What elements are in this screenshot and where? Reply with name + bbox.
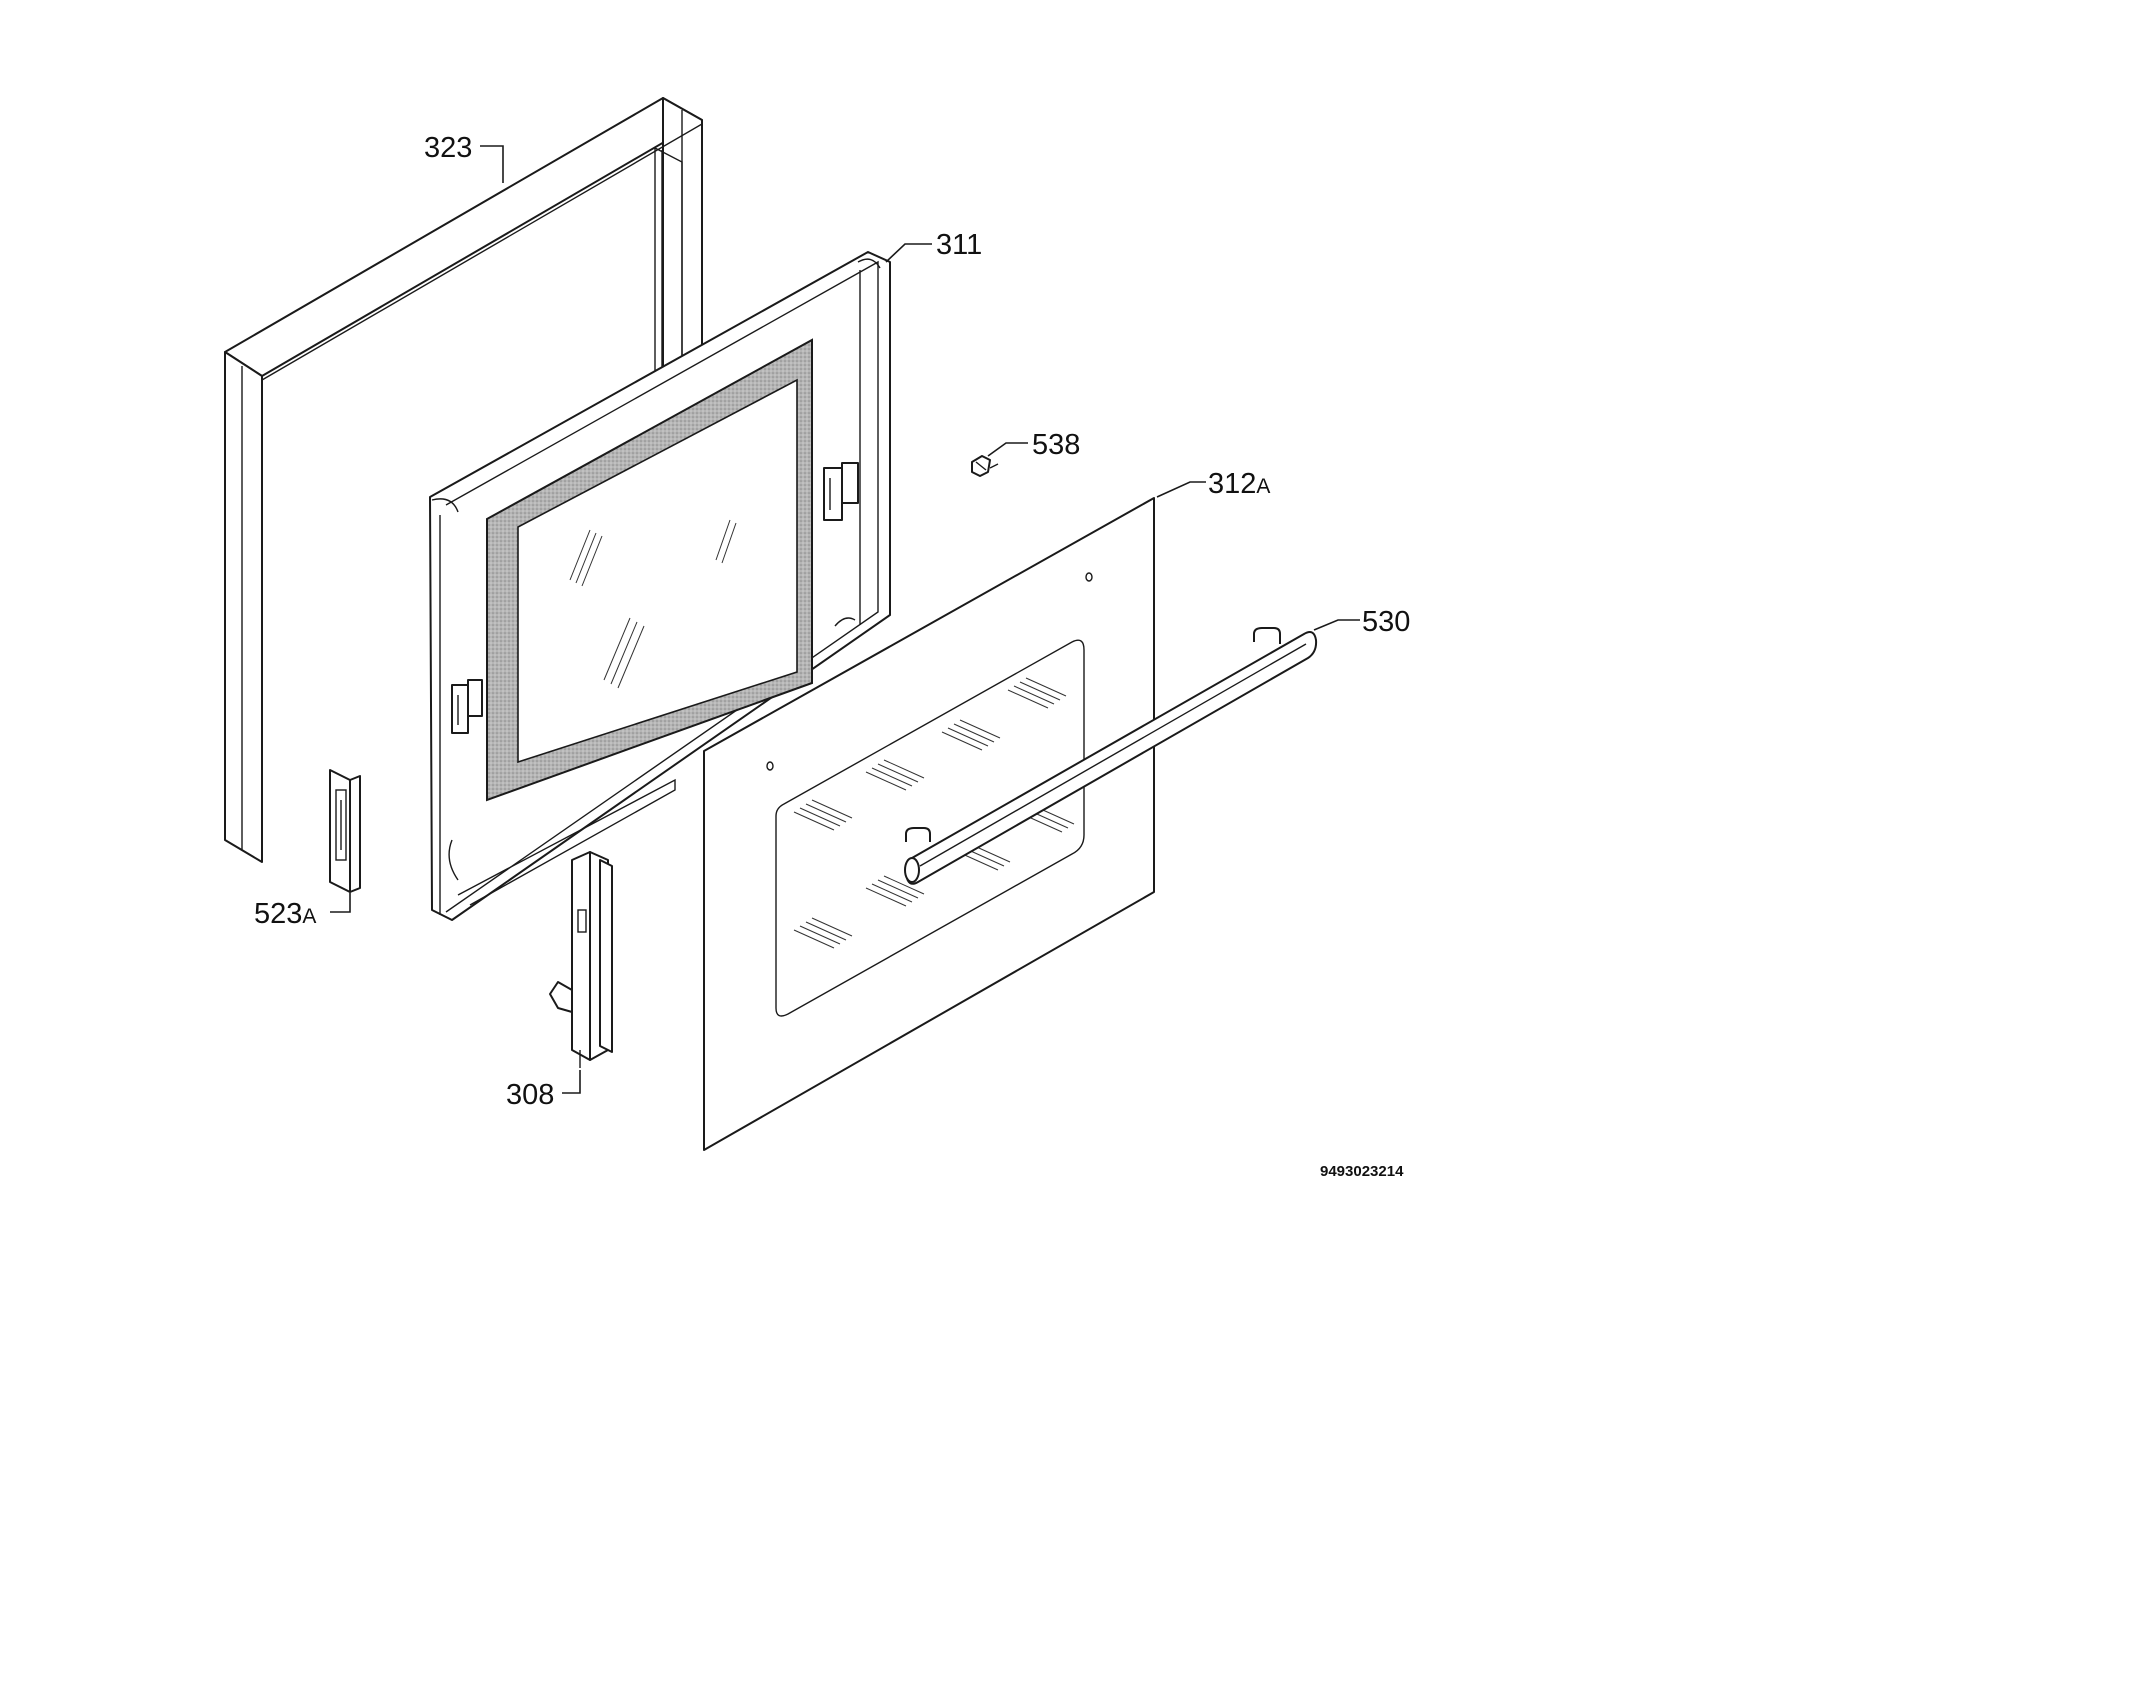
inner-door-panel-part-311 — [429, 251, 891, 921]
door-handle-part-530 — [904, 627, 1318, 885]
leader-lines — [330, 145, 1360, 1094]
screw-part-538 — [971, 455, 999, 477]
part-label-523a: 523A — [254, 898, 316, 930]
document-number: 9493023214 — [1320, 1163, 1404, 1180]
part-label-308: 308 — [506, 1079, 554, 1111]
part-label-312a: 312A — [1208, 468, 1270, 500]
part-label-311: 311 — [936, 229, 982, 261]
part-label-538: 538 — [1032, 429, 1080, 461]
hinge-part-308 — [549, 851, 613, 1068]
part-labels: 323 311 538 312A 530 523A 308 — [254, 132, 1410, 1111]
inner-window-glass-reflection — [569, 519, 737, 689]
part-label-530: 530 — [1362, 606, 1410, 638]
panel-hinge-bracket-left — [451, 679, 483, 734]
exploded-oven-door-diagram: 323 311 538 312A 530 523A 308 9493023214 — [224, 97, 1410, 1180]
part-label-323: 323 — [424, 132, 472, 164]
latch-bracket-part-523a — [329, 769, 361, 893]
panel-hinge-bracket-right — [823, 462, 859, 521]
